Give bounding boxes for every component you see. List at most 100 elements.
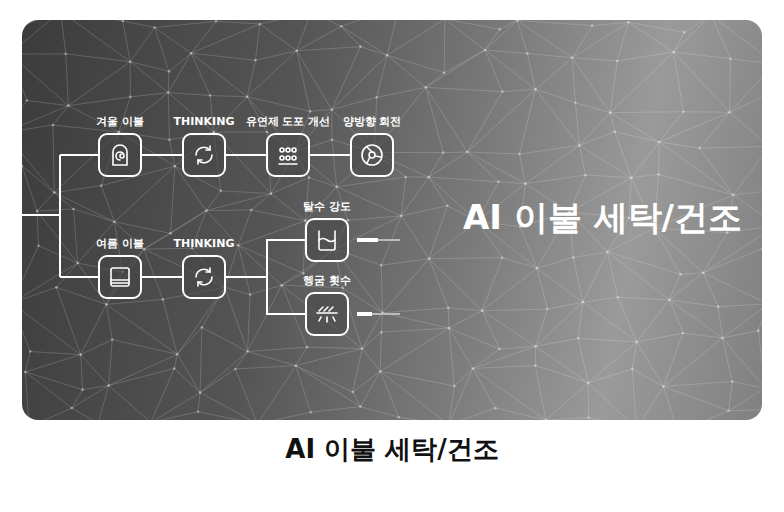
mesh-line xyxy=(380,332,381,371)
mesh-line xyxy=(210,96,247,97)
mesh-line xyxy=(502,89,535,91)
mesh-line xyxy=(406,176,429,177)
mesh-line xyxy=(168,93,169,140)
mesh-line xyxy=(429,206,447,259)
mesh-line xyxy=(305,178,309,221)
mesh-line xyxy=(112,340,177,355)
mesh-dot xyxy=(717,305,720,308)
mesh-line xyxy=(578,338,636,342)
mesh-line xyxy=(235,366,296,369)
mesh-dot xyxy=(443,71,446,74)
mesh-line xyxy=(674,52,730,112)
mesh-line xyxy=(399,417,449,420)
mesh-line xyxy=(381,313,383,332)
mesh-line xyxy=(247,60,255,96)
mesh-dot xyxy=(702,271,705,274)
mesh-dot xyxy=(174,165,177,168)
mesh-line xyxy=(572,26,592,58)
mesh-line xyxy=(282,285,307,347)
slider-track xyxy=(357,239,400,241)
mesh-line xyxy=(443,152,467,154)
mesh-line xyxy=(632,369,636,420)
mesh-dot xyxy=(266,131,269,134)
mesh-line xyxy=(573,252,607,258)
mesh-dot xyxy=(577,337,580,340)
mesh-line xyxy=(637,333,683,342)
mesh-line xyxy=(473,365,536,368)
icon-box xyxy=(182,133,226,177)
mesh-line xyxy=(297,47,361,51)
mesh-line xyxy=(66,54,131,62)
mesh-line xyxy=(151,393,200,420)
left-bracket xyxy=(22,155,98,277)
mesh-line xyxy=(535,365,588,382)
mesh-line xyxy=(730,64,762,112)
mesh-line xyxy=(22,53,66,54)
mesh-dot xyxy=(295,49,298,52)
mesh-line xyxy=(758,331,762,389)
mesh-line xyxy=(583,252,608,302)
mesh-line xyxy=(517,20,592,25)
mesh-line xyxy=(588,369,632,383)
mesh-line xyxy=(588,383,636,420)
mesh-line xyxy=(658,142,659,174)
mesh-dot xyxy=(398,416,401,419)
mesh-line xyxy=(123,21,130,62)
caption: AI 이불 세탁/건조 xyxy=(0,432,784,467)
mesh-dot xyxy=(52,124,55,127)
mesh-line xyxy=(703,232,727,272)
mesh-dot xyxy=(424,86,427,89)
mesh-dot xyxy=(635,341,638,344)
mesh-line xyxy=(669,300,718,307)
mesh-line xyxy=(39,246,78,263)
icon-box xyxy=(98,133,142,177)
mesh-line xyxy=(401,206,447,216)
mesh-dot xyxy=(161,298,164,301)
mesh-line xyxy=(579,113,610,146)
mesh-line xyxy=(449,328,454,386)
mesh-line xyxy=(206,209,251,211)
mesh-line xyxy=(381,265,382,312)
mesh-line xyxy=(703,249,762,273)
mesh-line xyxy=(130,93,168,97)
mesh-line xyxy=(235,351,247,368)
mesh-dot xyxy=(587,381,590,384)
mesh-line xyxy=(722,338,762,388)
mesh-dot xyxy=(501,256,504,259)
mesh-dot xyxy=(446,204,449,207)
mesh-line xyxy=(722,331,758,338)
mesh-line xyxy=(251,194,271,210)
node-label: THINKING xyxy=(174,115,235,128)
mesh-line xyxy=(517,20,572,57)
mesh-line xyxy=(610,52,673,113)
mesh-line xyxy=(341,20,399,26)
mesh-dot xyxy=(481,309,484,312)
mesh-line xyxy=(536,302,583,346)
mesh-line xyxy=(191,21,216,53)
mesh-line xyxy=(260,24,297,51)
mesh-line xyxy=(520,145,580,154)
mesh-line xyxy=(106,304,112,339)
icon-node: THINKING xyxy=(174,115,235,177)
mesh-line xyxy=(659,112,730,142)
slider-track xyxy=(357,313,400,315)
icon-box xyxy=(305,292,349,336)
mesh-line xyxy=(360,47,387,56)
mesh-dot xyxy=(176,353,179,356)
mesh-line xyxy=(25,372,29,420)
mesh-dot xyxy=(280,284,283,287)
mesh-line xyxy=(669,274,680,300)
mesh-line xyxy=(618,297,637,342)
mesh-dot xyxy=(518,153,521,156)
mesh-line xyxy=(663,338,722,386)
mesh-line xyxy=(247,97,310,112)
mesh-line xyxy=(607,252,669,300)
mesh-line xyxy=(572,58,610,113)
mesh-dot xyxy=(757,329,760,332)
mesh-line xyxy=(536,89,576,102)
mesh-line xyxy=(216,21,260,24)
mesh-line xyxy=(380,371,449,420)
mesh-line xyxy=(341,26,387,55)
mesh-line xyxy=(382,259,429,313)
connector xyxy=(226,240,305,277)
